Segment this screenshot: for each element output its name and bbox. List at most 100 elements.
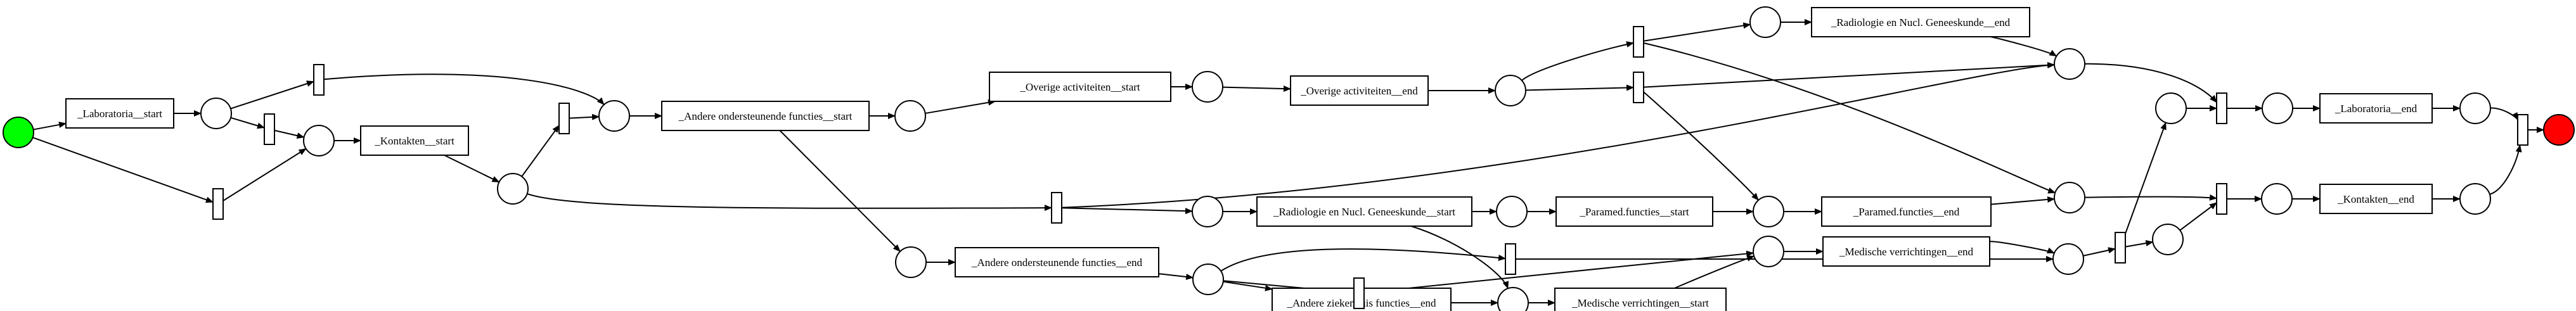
place-node bbox=[895, 246, 927, 278]
silent-transition bbox=[2216, 92, 2227, 124]
silent-transition bbox=[313, 64, 325, 96]
place-node bbox=[2459, 183, 2491, 215]
arc-s3-to-p2 bbox=[274, 129, 305, 139]
transition-label: _Laboratoria__end bbox=[2334, 103, 2418, 115]
silent-transition bbox=[212, 188, 224, 220]
arc-p13-to-s8 bbox=[1220, 248, 1506, 272]
arc-s6-to-p19 bbox=[1643, 42, 2056, 194]
arc-p24-to-s13 bbox=[2489, 144, 2522, 195]
place-node bbox=[2261, 183, 2293, 215]
silent-transition bbox=[264, 113, 275, 145]
arc-p3-to-s4 bbox=[521, 125, 560, 177]
transition-box bbox=[2319, 93, 2433, 124]
arc-t_rad_end-to-p10 bbox=[1990, 36, 2058, 57]
transition-box bbox=[1554, 288, 1727, 311]
arc-p18-to-s12 bbox=[2179, 202, 2217, 231]
transition-label: _Paramed.functies__start bbox=[1579, 206, 1689, 218]
arc-s10-to-p17 bbox=[2125, 122, 2167, 234]
place-node bbox=[598, 100, 630, 132]
arc-p7-to-t_ova_end bbox=[1222, 86, 1291, 92]
silent-transition bbox=[1633, 72, 1644, 103]
transition-box bbox=[2319, 184, 2433, 214]
arcs-layer bbox=[32, 19, 2544, 306]
transition-box bbox=[1822, 236, 1990, 267]
transition-label: _Medische verrichtingen__start bbox=[1571, 297, 1709, 309]
place-node bbox=[200, 98, 232, 129]
transition-box bbox=[661, 101, 870, 131]
transition-box bbox=[360, 125, 469, 156]
arc-s4-to-p4 bbox=[569, 113, 600, 120]
place-node bbox=[894, 100, 926, 132]
place-node bbox=[1495, 75, 1526, 106]
transition-box bbox=[1290, 75, 1429, 106]
place-node bbox=[1753, 196, 1784, 227]
arc-p10-to-s11 bbox=[2084, 63, 2217, 103]
transition-label: _Andere ondersteunende functies__start bbox=[678, 110, 853, 122]
place-node bbox=[2262, 92, 2293, 124]
arc-s5-to-p10 bbox=[1061, 61, 2056, 208]
transition-box bbox=[1555, 196, 1713, 227]
transition-label: _Kontakten__end bbox=[2337, 193, 2414, 205]
arc-p13-to-t_azf_end bbox=[1223, 281, 1273, 291]
arc-t_par_end-to-p19 bbox=[1990, 196, 2056, 205]
place-node bbox=[2052, 243, 2084, 275]
silent-transition bbox=[1633, 26, 1644, 58]
place-node bbox=[2054, 182, 2085, 213]
place-node bbox=[1496, 196, 1528, 227]
transition-box bbox=[1811, 7, 2030, 37]
arc-t_mv_start-to-p14 bbox=[1674, 255, 1755, 289]
arc-p22-to-s13 bbox=[2490, 107, 2518, 120]
transition-label: _Radiologie en Nucl. Geneeskunde__start bbox=[1273, 206, 1455, 218]
arc-t_mv_end-to-p15 bbox=[1989, 241, 2055, 254]
place-node bbox=[1192, 71, 1223, 103]
arc-p5-to-t_ova_start bbox=[925, 99, 996, 114]
transition-label: _Laboratoria__start bbox=[77, 108, 162, 120]
silent-transition bbox=[1353, 277, 1365, 309]
place-node bbox=[497, 173, 529, 205]
place-node bbox=[2459, 92, 2491, 124]
silent-transition bbox=[2115, 232, 2126, 263]
place-node bbox=[1753, 236, 1784, 267]
place-node bbox=[303, 125, 335, 156]
nodes-layer: _Laboratoria__start_Kontakten__start_And… bbox=[3, 6, 2575, 311]
arc-s5-to-p11 bbox=[1061, 207, 1194, 215]
arc-s10-to-p18 bbox=[2125, 240, 2154, 248]
arc-p_start-to-t_lab_start bbox=[33, 122, 67, 130]
place-node bbox=[1192, 196, 1223, 227]
silent-transition bbox=[558, 103, 570, 134]
transition-box bbox=[65, 98, 174, 129]
transition-box bbox=[989, 72, 1171, 102]
arc-s7-to-p20 bbox=[1643, 91, 1759, 201]
arc-p3-to-s5 bbox=[527, 193, 1052, 212]
place-node bbox=[2054, 48, 2085, 80]
place-node bbox=[1497, 287, 1529, 311]
place-node bbox=[1749, 6, 1781, 38]
arc-p_start-to-s2 bbox=[32, 137, 214, 203]
transition-label: _Medische verrichtingen__end bbox=[1839, 246, 1974, 258]
arc-s7-to-p10 bbox=[1643, 61, 2056, 88]
place-node bbox=[1192, 263, 1224, 295]
arc-s2-to-p2 bbox=[222, 148, 307, 201]
place-node bbox=[2152, 224, 2184, 255]
arc-p15-to-s10 bbox=[2083, 247, 2116, 257]
arc-t_rad_start-to-p16 bbox=[1410, 225, 1509, 289]
start-place bbox=[3, 117, 34, 148]
silent-transition bbox=[2517, 114, 2528, 146]
arc-p8-to-s6 bbox=[1521, 41, 1634, 81]
arc-s9-to-p14 bbox=[1363, 250, 1755, 294]
transition-box bbox=[1821, 196, 1992, 227]
transition-label: _Overige activiteiten__start bbox=[1019, 81, 1140, 93]
end-place bbox=[2543, 114, 2575, 146]
silent-transition bbox=[1051, 192, 1062, 224]
transition-label: _Paramed.functies__end bbox=[1853, 206, 1960, 218]
place-node bbox=[2155, 92, 2187, 124]
arc-t_kon_start-to-p3 bbox=[444, 155, 500, 183]
arc-p8-to-s7 bbox=[1525, 84, 1634, 91]
transition-label: _Radiologie en Nucl. Geneeskunde__end bbox=[1831, 16, 2011, 29]
transition-label: _Andere ondersteunende functies__end bbox=[971, 257, 1143, 269]
silent-transition bbox=[2216, 183, 2227, 215]
transition-box bbox=[1256, 196, 1472, 227]
transition-box bbox=[955, 247, 1159, 277]
arc-p1-to-s3 bbox=[230, 117, 265, 129]
